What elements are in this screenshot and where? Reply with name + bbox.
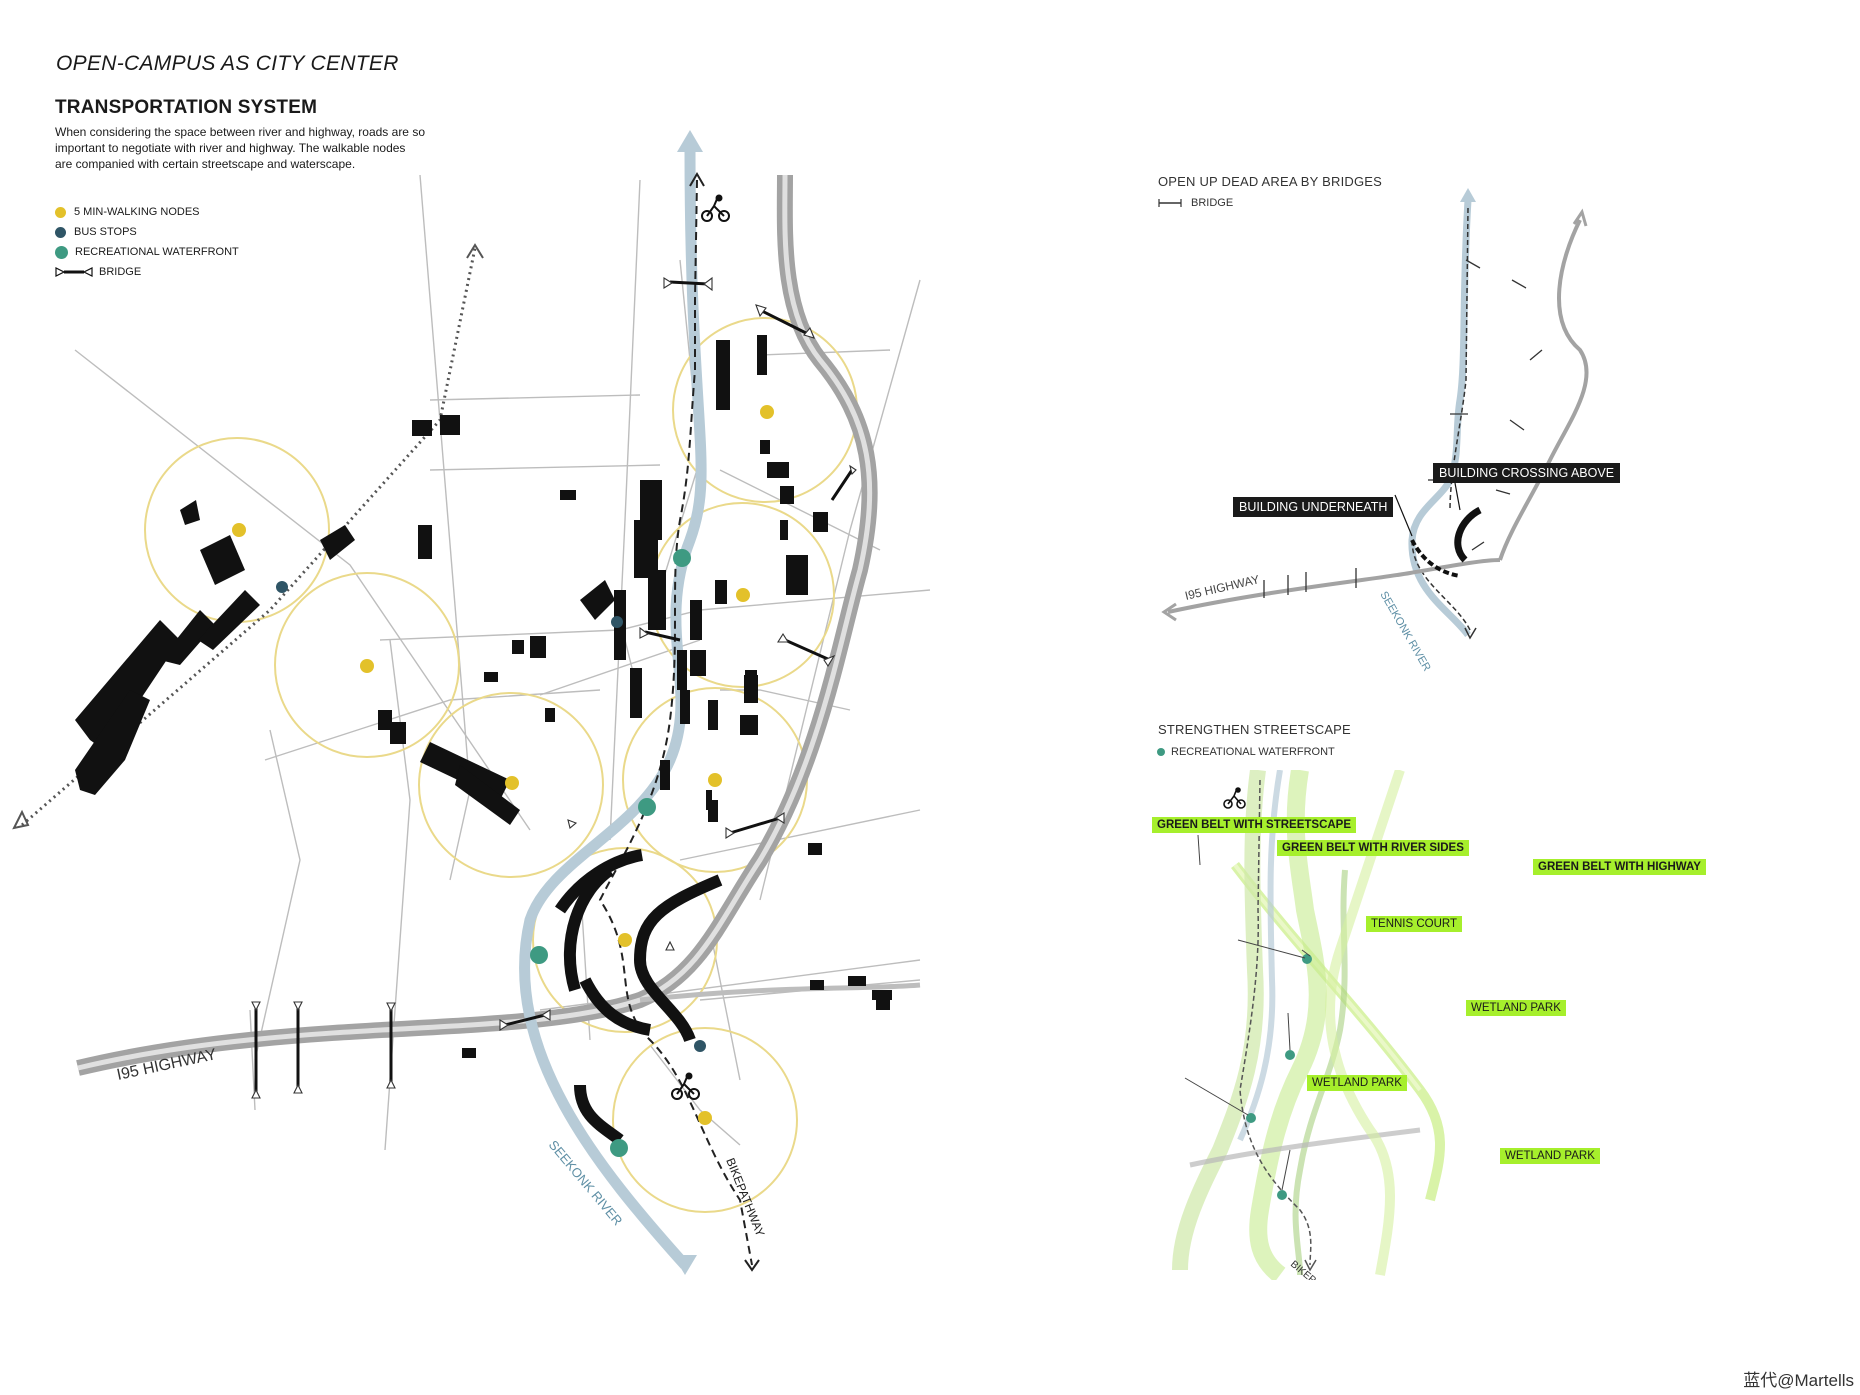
river-arrow: [1460, 188, 1476, 202]
walking-node-markers: [232, 405, 774, 1125]
bridges: [254, 280, 854, 1095]
description-text: When considering the space between river…: [55, 125, 425, 171]
walking-radius-circles: [144, 317, 858, 1213]
legend-label: RECREATIONAL WATERFRONT: [75, 246, 239, 258]
green-belts: [1172, 770, 1445, 1280]
tag-leaders: [1184, 834, 1311, 1191]
bridge-ends: [251, 276, 857, 1099]
tag-leader: [1454, 482, 1461, 511]
rail-arrow: [12, 809, 30, 830]
bridges-legend: BRIDGE: [1157, 197, 1233, 209]
streetscape-heading: STRENGTHEN STREETSCAPE: [1158, 722, 1351, 737]
tag-building-crossing: BUILDING CROSSING ABOVE: [1433, 463, 1621, 483]
ramp-buildings: [555, 590, 723, 1145]
river-arrow-north: [677, 130, 703, 152]
waterfront-markers: [530, 549, 691, 1157]
rail-arrow: [466, 243, 484, 259]
bridges-diagram: I95 HIGHWAY SEEKONK RIVER: [1161, 188, 1589, 674]
bridge-icon: [1158, 199, 1182, 207]
tag-tennis-court: TENNIS COURT: [1366, 916, 1463, 932]
highway: [1167, 558, 1501, 614]
bridge-ticks: [1263, 259, 1543, 598]
streetscape-legend-label: RECREATIONAL WATERFRONT: [1171, 746, 1335, 758]
bridge-icon: [55, 267, 93, 277]
bus-stop-markers: [276, 581, 706, 1052]
river-arrow-south: [673, 1255, 697, 1275]
legend-item-walking-nodes: 5 MIN-WALKING NODES: [55, 202, 239, 222]
bridges-legend-label: BRIDGE: [1191, 197, 1234, 209]
tag-wetland-park-2: WETLAND PARK: [1307, 1075, 1407, 1091]
tag-wetland-park-1: WETLAND PARK: [1466, 1000, 1566, 1016]
kicker-title: OPEN-CAMPUS AS CITY CENTER: [56, 52, 399, 75]
streetscape-diagram: BIKEPATHWAY: [1172, 770, 1445, 1280]
highway-arrow: [1161, 602, 1177, 622]
tag-green-belt-highway: GREEN BELT WITH HIGHWAY: [1533, 859, 1706, 875]
tag-wetland-park-3: WETLAND PARK: [1500, 1148, 1600, 1164]
legend-item-waterfront: RECREATIONAL WATERFRONT: [55, 242, 239, 262]
buildings: [75, 335, 892, 1058]
highway: [1498, 219, 1589, 561]
bike-path: [1239, 779, 1312, 1266]
bike-path-arrow: [1464, 627, 1477, 640]
bicycle-icon: [1223, 787, 1246, 809]
bike-path: [598, 179, 753, 1266]
bike-path-arrow: [1304, 1259, 1317, 1272]
tag-building-underneath: BUILDING UNDERNEATH: [1233, 497, 1394, 517]
bike-path: [1411, 207, 1471, 631]
bicycle-icon: [701, 194, 730, 222]
streetscape-legend: RECREATIONAL WATERFRONT: [1157, 746, 1335, 758]
building-crossing-above: [1454, 506, 1482, 563]
bike-label: BIKEPATHWAY: [1288, 1259, 1349, 1280]
highway: [76, 174, 921, 1076]
bike-path-arrow: [744, 1259, 760, 1272]
tag-green-belt-river-sides: GREEN BELT WITH RIVER SIDES: [1277, 840, 1469, 856]
bridges-heading: OPEN UP DEAD AREA BY BRIDGES: [1158, 174, 1383, 189]
bicycle-icon: [671, 1072, 700, 1100]
green-dot-icon: [55, 245, 68, 259]
watermark: 蓝代@Martells: [1743, 1371, 1854, 1390]
legend: 5 MIN-WALKING NODES BUS STOPS RECREATION…: [55, 202, 239, 282]
legend-label: BUS STOPS: [74, 226, 137, 238]
bike-path-arrow: [689, 172, 705, 187]
tag-green-belt-streetscape: GREEN BELT WITH STREETSCAPE: [1152, 817, 1357, 833]
legend-label: BRIDGE: [99, 266, 142, 278]
yellow-dot-icon: [55, 206, 66, 218]
legend-item-bridge: BRIDGE: [55, 262, 239, 282]
section-title: TRANSPORTATION SYSTEM: [55, 97, 318, 118]
blue-dot-icon: [55, 226, 66, 238]
legend-label: 5 MIN-WALKING NODES: [74, 206, 200, 218]
highway-arrow: [1572, 208, 1588, 227]
tag-leader: [1394, 494, 1413, 537]
building-underneath: [1410, 539, 1461, 578]
legend-item-bus-stops: BUS STOPS: [55, 222, 239, 242]
river-label: SEEKONK RIVER: [1377, 590, 1432, 674]
waterfront-markers: [1246, 954, 1312, 1200]
green-dot-icon: [1157, 748, 1165, 756]
